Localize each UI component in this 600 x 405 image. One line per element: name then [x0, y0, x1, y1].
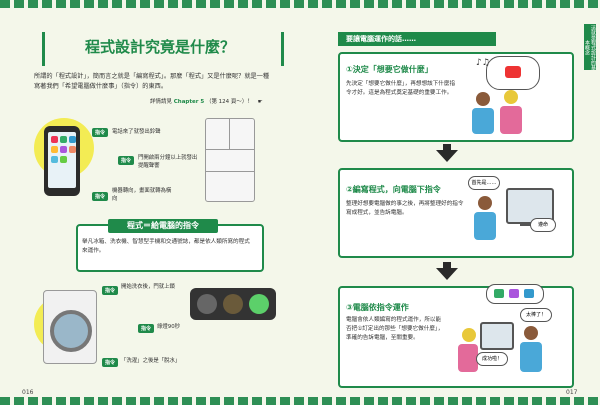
page-number-right: 017: [566, 389, 578, 396]
video-icon: [505, 66, 521, 78]
wash-cmd-3: 「洗濯」之後是「脫水」: [121, 358, 181, 364]
page-title: 程式設計究竟是什麼？: [84, 38, 235, 56]
music-note-icon: ♪♫: [476, 58, 490, 68]
app-icon: [509, 289, 519, 298]
person-girl: [504, 90, 518, 104]
person-girl: [462, 328, 476, 342]
speech-bubble: 首先是……: [468, 176, 500, 190]
chapter-ref: 詳情請見 Chapter 5 （第 124 頁～）！ ☛: [150, 97, 263, 105]
phone-cmd-1: 電話來了就發出鈴聲: [112, 129, 161, 135]
cmd-tag: 指令: [102, 286, 119, 295]
title-frame: [42, 32, 284, 66]
fridge-cmd: 門開啟兩分鐘以上就發出提醒聲響: [138, 155, 198, 169]
phone-cmd-3: 機器轉向，畫面就轉為橫向: [112, 188, 172, 202]
step-1-title: ①決定「想要它做什麼」: [346, 65, 433, 74]
person-body: [458, 344, 478, 372]
person-boy: [476, 92, 490, 106]
light-green: [249, 294, 269, 314]
down-arrow-icon: [436, 268, 458, 280]
sidebar-tab: 這就是程式設計的基本概念: [584, 24, 596, 70]
person-boy: [478, 196, 492, 210]
cmd-tag: 指令: [118, 156, 135, 165]
app-icon: [494, 289, 504, 298]
refrigerator-icon: [205, 118, 255, 202]
arrow-bar: [443, 262, 451, 269]
bottom-border: [0, 397, 600, 405]
thought-bubble: [486, 56, 540, 90]
phone-screen: [48, 132, 76, 188]
down-arrow-icon: [436, 150, 458, 162]
arrow-bar: [443, 144, 451, 151]
hand-point-icon: ☛: [257, 99, 263, 105]
person-body: [472, 108, 494, 134]
cmd-tag: 指令: [102, 358, 119, 367]
light-off: [197, 294, 217, 314]
app-icon: [524, 289, 534, 298]
light-off: [223, 294, 243, 314]
ref-chapter: Chapter 5: [173, 99, 205, 105]
step-3-title: ③電腦依指令運作: [346, 303, 409, 312]
speech-bubble: 成功啦！: [476, 352, 508, 366]
person-body: [500, 106, 522, 134]
ref-page: （第 124 頁～）！: [205, 99, 253, 105]
cmd-tag: 指令: [92, 128, 109, 137]
step-2-body: 整理好想要電腦做的事之後，再將整理好的指令寫成程式，並告訴電腦。: [346, 201, 464, 216]
traffic-cmd: 綠燈90秒: [157, 324, 181, 330]
washer-door: [50, 310, 92, 352]
right-header: 要讓電腦運作的話……: [338, 32, 496, 46]
wash-cmd-1: 開始洗衣後，門就上鎖: [121, 284, 175, 290]
monitor-stand: [520, 222, 538, 226]
page-number-left: 016: [22, 389, 34, 396]
happy-computer-icon: [480, 322, 514, 350]
app-icons-bubble: [486, 284, 544, 304]
traffic-light-icon: [190, 288, 276, 320]
person-body: [474, 212, 496, 240]
step-2-title: ②編寫程式，向電腦下指令: [346, 185, 441, 194]
ref-label: 詳情請見: [150, 99, 173, 105]
person-body: [520, 342, 542, 372]
cmd-tag: 指令: [92, 192, 109, 201]
speech-bubble: 遵命: [530, 218, 556, 232]
speech-bubble: 太棒了！: [520, 308, 552, 322]
person-boy: [524, 326, 538, 340]
top-border: [0, 0, 600, 8]
program-box-title: 程式＝給電腦的指令: [108, 219, 218, 233]
program-box-body: 舉凡冰箱、洗衣機、智慧型手機和交通號誌，都是依人類所寫的程式來運作。: [82, 239, 250, 254]
intro-text: 所謂的「程式設計」，簡而言之就是「編寫程式」。那麼「程式」又是什麼呢？就是一種寫…: [34, 73, 270, 90]
step-1-body: 先決定「想要它做什麼」，再想想該下什麼指令才好。這是為程式奠定基礎的重要工作。: [346, 81, 456, 96]
step-3-body: 電腦會依人類編寫的程式運作，所以能否把①訂定出的那些「想要它做什麼」，準確的告訴…: [346, 317, 444, 341]
cmd-tag: 指令: [138, 324, 155, 333]
